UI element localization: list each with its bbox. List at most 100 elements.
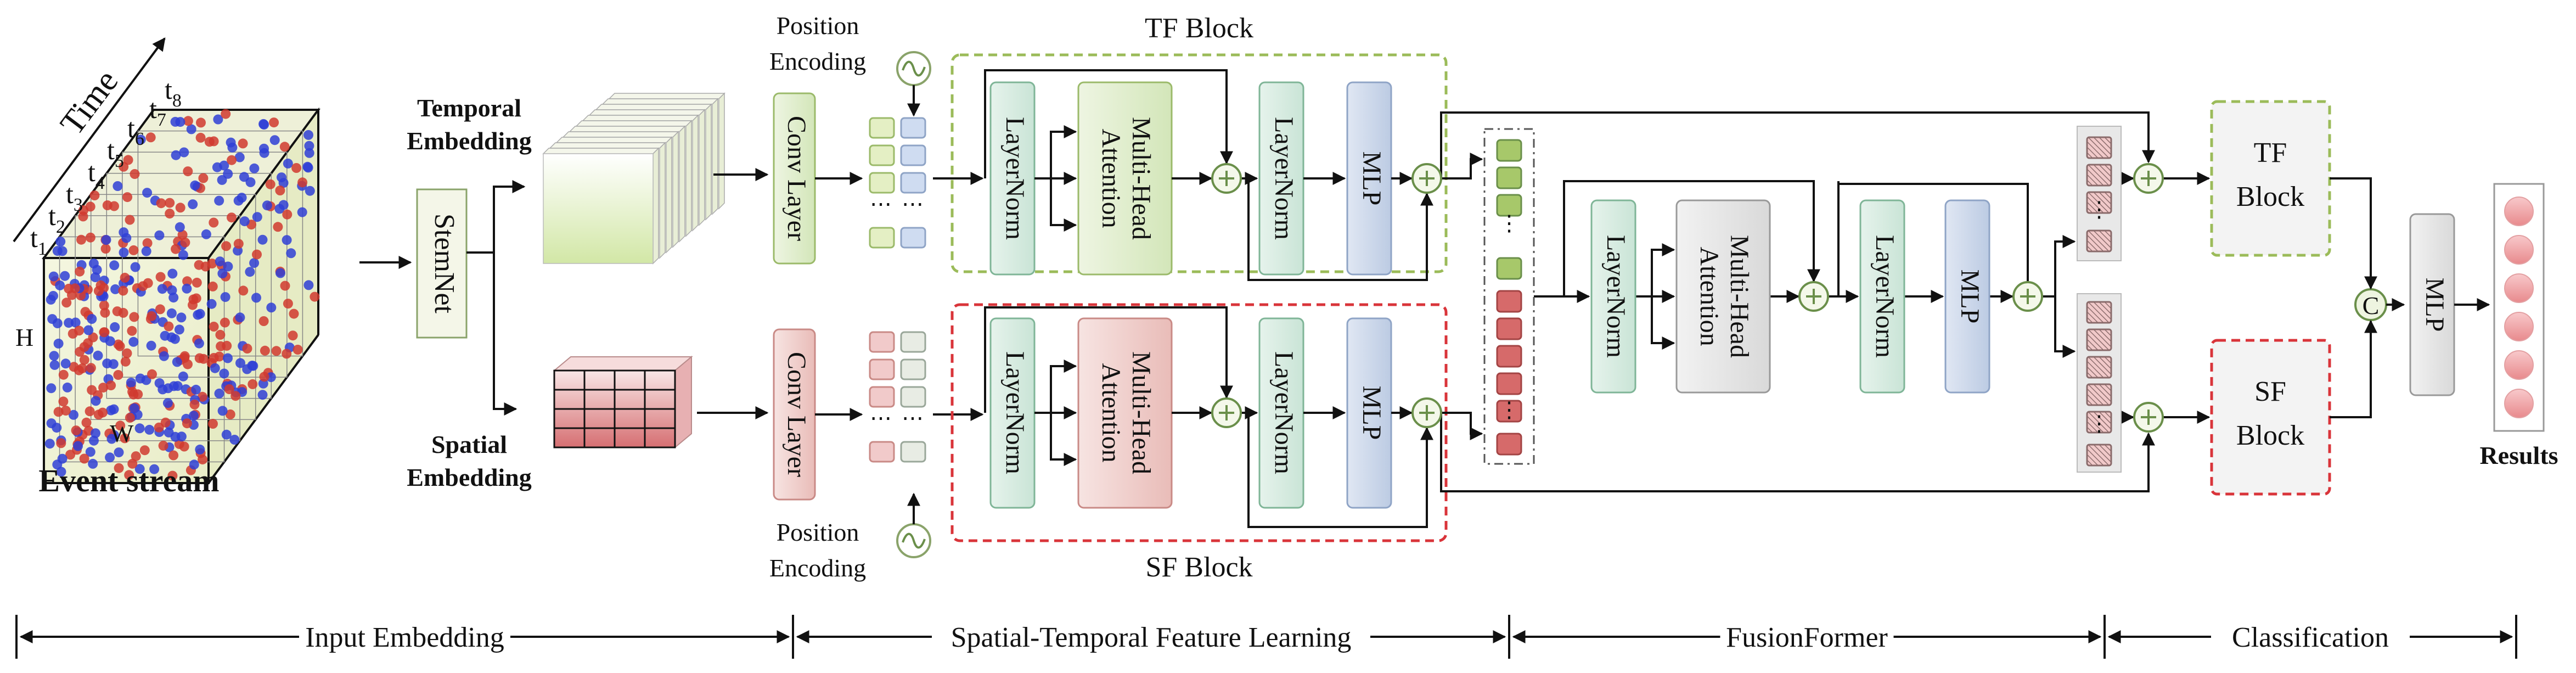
event-dot bbox=[46, 383, 57, 394]
event-dot bbox=[128, 389, 139, 400]
event-dot bbox=[217, 406, 228, 416]
event-dot bbox=[147, 369, 157, 379]
event-dot bbox=[85, 232, 95, 243]
spatial-embedding-grid bbox=[553, 355, 693, 449]
token bbox=[900, 117, 926, 139]
event-dot bbox=[179, 351, 190, 361]
token bbox=[900, 172, 926, 194]
event-dot bbox=[58, 369, 69, 380]
event-dot bbox=[119, 247, 129, 257]
svg-text:LayerNorm: LayerNorm bbox=[1000, 351, 1030, 474]
event-dot bbox=[113, 181, 123, 191]
event-dot bbox=[55, 237, 66, 247]
event-dot bbox=[178, 371, 188, 382]
spatial-embedding-label: Spatial bbox=[431, 430, 507, 458]
event-dot bbox=[219, 368, 229, 379]
event-dot bbox=[259, 372, 269, 382]
event-dot bbox=[275, 186, 285, 195]
event-dot bbox=[257, 390, 268, 400]
stage-label: Input Embedding bbox=[305, 622, 504, 653]
connector bbox=[1837, 183, 2029, 296]
event-dot bbox=[80, 307, 91, 317]
time-step-label: t7 bbox=[149, 93, 166, 130]
ellipsis-icon: ⋯ bbox=[870, 192, 892, 216]
event-dot bbox=[57, 453, 68, 464]
event-dot bbox=[195, 132, 206, 143]
event-dot bbox=[297, 207, 307, 217]
event-dot bbox=[91, 428, 100, 439]
add-node bbox=[1411, 163, 1442, 194]
event-dot bbox=[78, 211, 88, 222]
svg-text:Conv Layer: Conv Layer bbox=[782, 116, 811, 241]
event-dot bbox=[144, 424, 155, 435]
embedding-slice-top bbox=[588, 109, 706, 116]
event-dot bbox=[60, 406, 71, 416]
embedding-slice-side bbox=[692, 114, 699, 232]
event-dot bbox=[227, 212, 237, 223]
event-dot bbox=[191, 293, 201, 304]
event-dot bbox=[239, 216, 250, 227]
event-dot bbox=[280, 281, 290, 291]
event-dot bbox=[134, 464, 145, 474]
event-dot bbox=[90, 272, 100, 283]
connector bbox=[1050, 178, 1077, 232]
time-axis-arrow bbox=[13, 37, 166, 243]
add-node bbox=[1211, 397, 1242, 428]
event-dot bbox=[166, 308, 177, 318]
event-dot bbox=[242, 344, 252, 354]
event-dot bbox=[125, 413, 135, 423]
event-dot bbox=[89, 435, 99, 446]
event-dot bbox=[110, 322, 120, 332]
event-dot bbox=[106, 405, 116, 416]
event-dot bbox=[168, 450, 179, 461]
result-node bbox=[2504, 273, 2534, 303]
fusion-mlp: MLP bbox=[1944, 199, 1990, 394]
event-dot bbox=[114, 463, 124, 473]
event-dot bbox=[62, 382, 72, 392]
position-encoding-bottom-line2: Encoding bbox=[769, 554, 866, 582]
event-dot bbox=[209, 322, 219, 332]
add-node bbox=[1411, 397, 1442, 428]
event-dot bbox=[198, 455, 208, 465]
event-dot bbox=[135, 373, 145, 384]
embedding-slice-side bbox=[712, 98, 718, 215]
result-node bbox=[2504, 350, 2534, 380]
event-dot bbox=[282, 209, 293, 220]
stage-label: Classification bbox=[2232, 622, 2389, 653]
temporal-token bbox=[1496, 139, 1522, 162]
event-dot bbox=[220, 317, 230, 328]
event-dot bbox=[120, 356, 131, 367]
connector bbox=[1247, 413, 1433, 528]
event-dot bbox=[49, 351, 59, 361]
event-dot bbox=[188, 411, 199, 421]
fused-token bbox=[2086, 301, 2112, 324]
event-dot bbox=[68, 328, 78, 339]
cls-tf-block: TF Block bbox=[2210, 100, 2331, 257]
fusion-layernorm-1: LayerNorm bbox=[1590, 199, 1636, 394]
event-dot bbox=[288, 330, 298, 341]
event-dot bbox=[273, 222, 283, 232]
spatial-token bbox=[1496, 290, 1522, 313]
event-dot bbox=[209, 217, 219, 228]
token bbox=[869, 386, 895, 408]
embedding-slice-top bbox=[582, 115, 699, 121]
svg-text:StemNet: StemNet bbox=[429, 214, 460, 314]
fused-token bbox=[2086, 383, 2112, 406]
event-dot bbox=[214, 388, 224, 399]
svg-text:MLP: MLP bbox=[1357, 386, 1386, 440]
cls-sf-block: SF Block bbox=[2210, 339, 2331, 496]
event-dot bbox=[176, 312, 187, 323]
event-dot bbox=[53, 338, 64, 349]
spatial-token bbox=[1496, 372, 1522, 395]
time-step-label: t1 bbox=[30, 222, 47, 259]
event-dot bbox=[85, 406, 95, 417]
event-dot bbox=[86, 363, 96, 373]
event-dot bbox=[234, 152, 245, 162]
svg-text:Attention: Attention bbox=[1695, 246, 1724, 346]
event-dot bbox=[214, 195, 224, 206]
event-dot bbox=[259, 120, 269, 130]
temporal-token bbox=[1496, 166, 1522, 189]
event-dot bbox=[221, 429, 232, 440]
